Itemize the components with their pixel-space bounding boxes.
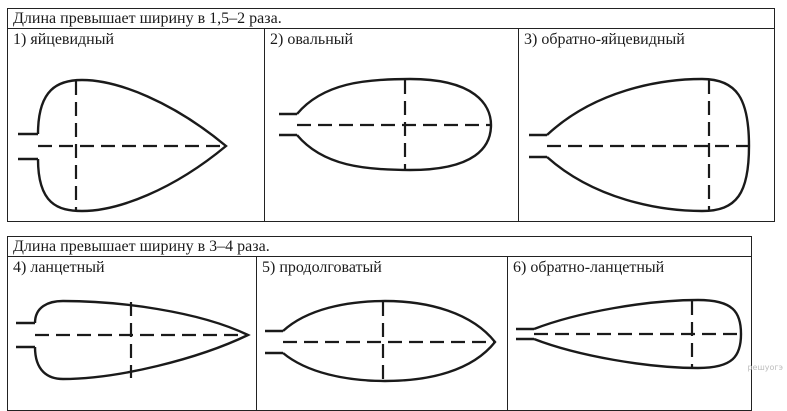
leaf-cell-obovate: 3) обратно-яйцевидный: [518, 29, 775, 222]
leaf-label-oval: 2) овальный: [270, 31, 354, 48]
oblong-leaf-diagram: [265, 299, 497, 383]
oblanceolate-leaf-outline: [533, 298, 743, 370]
leaf-cell-oblong: 5) продолговатый: [256, 257, 507, 411]
oblong-petiole: [265, 329, 283, 355]
ovate-leaf-diagram: [18, 78, 228, 213]
ovate-petiole: [18, 132, 38, 161]
oval-leaf-outline: [296, 77, 493, 172]
lanceolate-petiole: [16, 321, 35, 349]
bottom-leaf-table: Длина превышает ширину в 3–4 раза. 4) ла…: [7, 236, 752, 411]
oblanceolate-leaf-diagram: [516, 298, 743, 370]
leaf-cell-oblanceolate: 6) обратно-ланцетный: [507, 257, 752, 411]
obovate-leaf-diagram: [529, 77, 751, 213]
lanceolate-leaf-diagram: [16, 299, 251, 381]
bottom-table-title: Длина превышает ширину в 3–4 раза.: [8, 237, 751, 257]
leaf-label-obovate: 3) обратно-яйцевидный: [524, 31, 685, 48]
leaf-label-oblanceolate: 6) обратно-ланцетный: [513, 259, 665, 276]
lanceolate-leaf-outline: [33, 299, 251, 381]
leaf-label-oblong: 5) продолговатый: [262, 259, 382, 276]
obovate-petiole: [529, 133, 547, 159]
leaf-label-ovate: 1) яйцевидный: [13, 31, 115, 48]
leaf-cell-ovate: 1) яйцевидный: [8, 29, 264, 222]
oblanceolate-petiole: [516, 327, 534, 341]
top-table-title: Длина превышает ширину в 1,5–2 раза.: [8, 9, 774, 29]
ovate-leaf-outline: [36, 78, 228, 213]
top-leaf-table: Длина превышает ширину в 1,5–2 раза. 1) …: [7, 8, 775, 222]
leaf-cell-lanceolate: 4) ланцетный: [8, 257, 256, 411]
leaf-cell-oval: 2) овальный: [264, 29, 518, 222]
site-watermark: решуогэ: [747, 363, 783, 372]
leaf-label-lanceolate: 4) ланцетный: [13, 259, 105, 276]
oval-leaf-diagram: [279, 77, 493, 172]
oval-petiole: [279, 112, 297, 137]
